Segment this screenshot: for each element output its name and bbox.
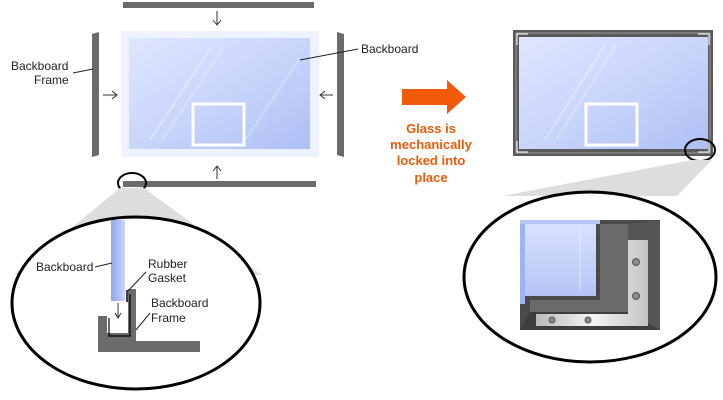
leader-line — [127, 271, 147, 292]
bolt-icon — [584, 316, 592, 324]
detail-gasket — [108, 294, 131, 337]
label-detail-backboard: Backboard — [36, 260, 93, 274]
process-step: Glass is mechanically locked into place — [390, 80, 473, 185]
glass-reflection — [149, 45, 213, 141]
backboard-glass — [129, 38, 310, 149]
frame-bar-right — [337, 32, 344, 157]
corner-brackets — [516, 33, 710, 153]
detail-frame-inner — [530, 224, 628, 312]
locked-detail — [462, 190, 718, 364]
leader-line — [72, 68, 94, 74]
label-detail-frame-line1: Backboard — [151, 296, 208, 310]
frame-bar-left — [92, 32, 99, 157]
arrow-icon — [114, 303, 122, 319]
assembled-glass — [519, 37, 708, 149]
caption-line4: place — [414, 170, 447, 185]
gasket-detail: Backboard Rubber Gasket Backboard Frame — [10, 215, 262, 391]
bolt-icon — [632, 258, 640, 266]
detail-glass — [111, 220, 125, 301]
assembled-view — [513, 30, 716, 162]
glass-reflection — [161, 45, 225, 141]
frame-bar-top — [123, 2, 314, 8]
right-arrow-icon — [402, 80, 466, 114]
caption-line1: Glass is — [406, 121, 456, 136]
detail-bracket-plate — [536, 240, 648, 326]
detail-glass-edge — [520, 220, 525, 304]
assembled-frame-inner — [515, 32, 711, 154]
leader-line — [135, 312, 151, 331]
label-backboard-frame-line1: Backboard — [11, 59, 68, 73]
label-rubber-gasket-line2: Gasket — [148, 271, 187, 285]
label-backboard: Backboard — [361, 42, 418, 56]
bolt-icon — [548, 316, 556, 324]
label-rubber-gasket-line1: Rubber — [148, 257, 187, 271]
glass-reflection — [244, 57, 301, 141]
detail-circle-right-outline — [462, 190, 718, 364]
detail-glass-face — [520, 220, 596, 296]
label-detail-frame-line2: Frame — [151, 311, 186, 325]
caption-line2: mechanically — [390, 137, 472, 152]
bolt-icon — [632, 292, 640, 300]
shooter-square — [191, 102, 246, 147]
caption-line3: locked into — [397, 153, 466, 168]
arrow-icon — [103, 11, 333, 179]
glass-reflection — [555, 44, 617, 141]
frame-bar-bottom — [123, 181, 316, 187]
exploded-view: Backboard Backboard Frame — [11, 2, 418, 194]
leader-line — [94, 262, 113, 268]
shooter-square — [584, 102, 639, 147]
detail-glass-edge-top — [520, 220, 600, 224]
glass-reflection — [544, 44, 606, 141]
leader-line — [299, 48, 359, 61]
label-backboard-frame-line2: Frame — [34, 73, 69, 87]
zoom-cone-right — [502, 160, 712, 196]
